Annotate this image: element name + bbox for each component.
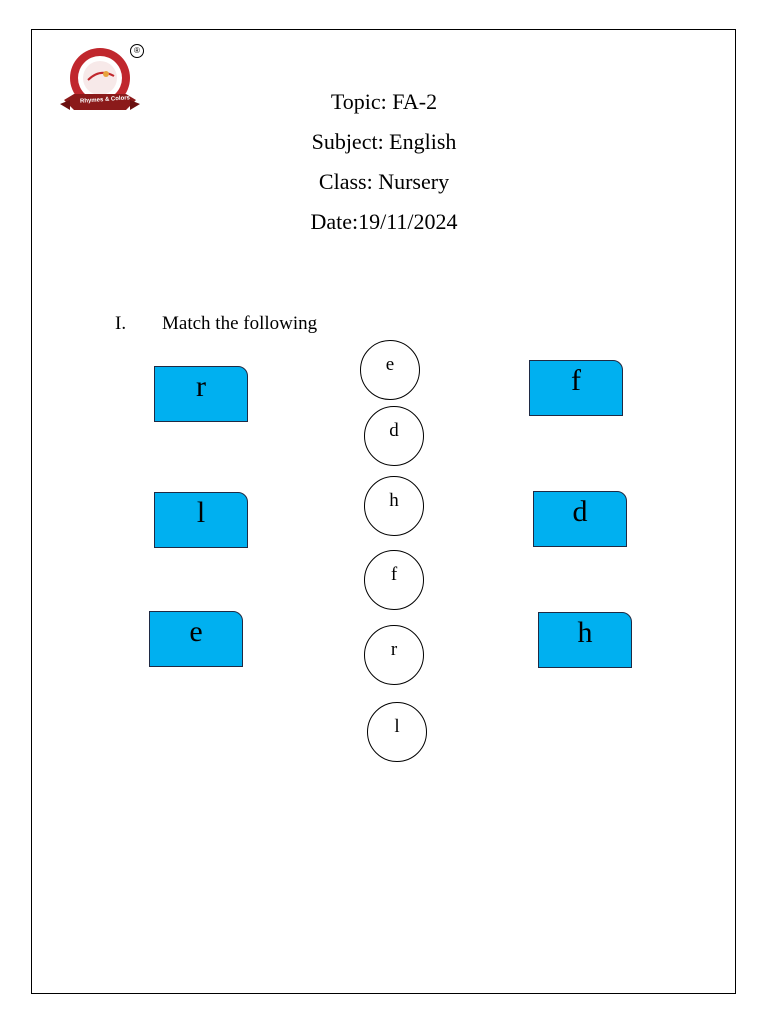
left-letter: r bbox=[196, 370, 206, 403]
left-letter-box: e bbox=[149, 611, 243, 667]
left-letter-box: r bbox=[154, 366, 248, 422]
page-border bbox=[31, 29, 736, 994]
topic-line: Topic: FA-2 bbox=[330, 89, 438, 114]
left-letter: l bbox=[196, 496, 206, 529]
right-letter: d bbox=[572, 495, 588, 528]
left-letter: e bbox=[189, 615, 203, 648]
letter-circle: h bbox=[364, 476, 424, 536]
right-letter: h bbox=[577, 616, 593, 649]
circle-letter: d bbox=[389, 420, 399, 441]
date-line: Date:19/11/2024 bbox=[310, 209, 458, 234]
left-letter-box: l bbox=[154, 492, 248, 548]
letter-circle: f bbox=[364, 550, 424, 610]
school-logo-icon bbox=[60, 48, 140, 110]
circle-letter: e bbox=[385, 354, 395, 375]
letter-circle: d bbox=[364, 406, 424, 466]
registered-mark: ® bbox=[130, 44, 144, 58]
right-letter-box: d bbox=[533, 491, 627, 547]
letter-circle: e bbox=[360, 340, 420, 400]
letter-circle: r bbox=[364, 625, 424, 685]
circle-letter: l bbox=[394, 716, 400, 737]
right-letter-box: h bbox=[538, 612, 632, 668]
circle-letter: r bbox=[390, 639, 398, 660]
right-letter-box: f bbox=[529, 360, 623, 416]
right-letter: f bbox=[571, 364, 581, 397]
question-text: Match the following bbox=[162, 313, 318, 334]
circle-letter: f bbox=[390, 564, 398, 585]
subject-line: Subject: English bbox=[311, 129, 457, 154]
letter-circle: l bbox=[367, 702, 427, 762]
question-number: I. bbox=[115, 313, 127, 334]
class-line: Class: Nursery bbox=[318, 169, 450, 194]
circle-letter: h bbox=[389, 490, 399, 511]
